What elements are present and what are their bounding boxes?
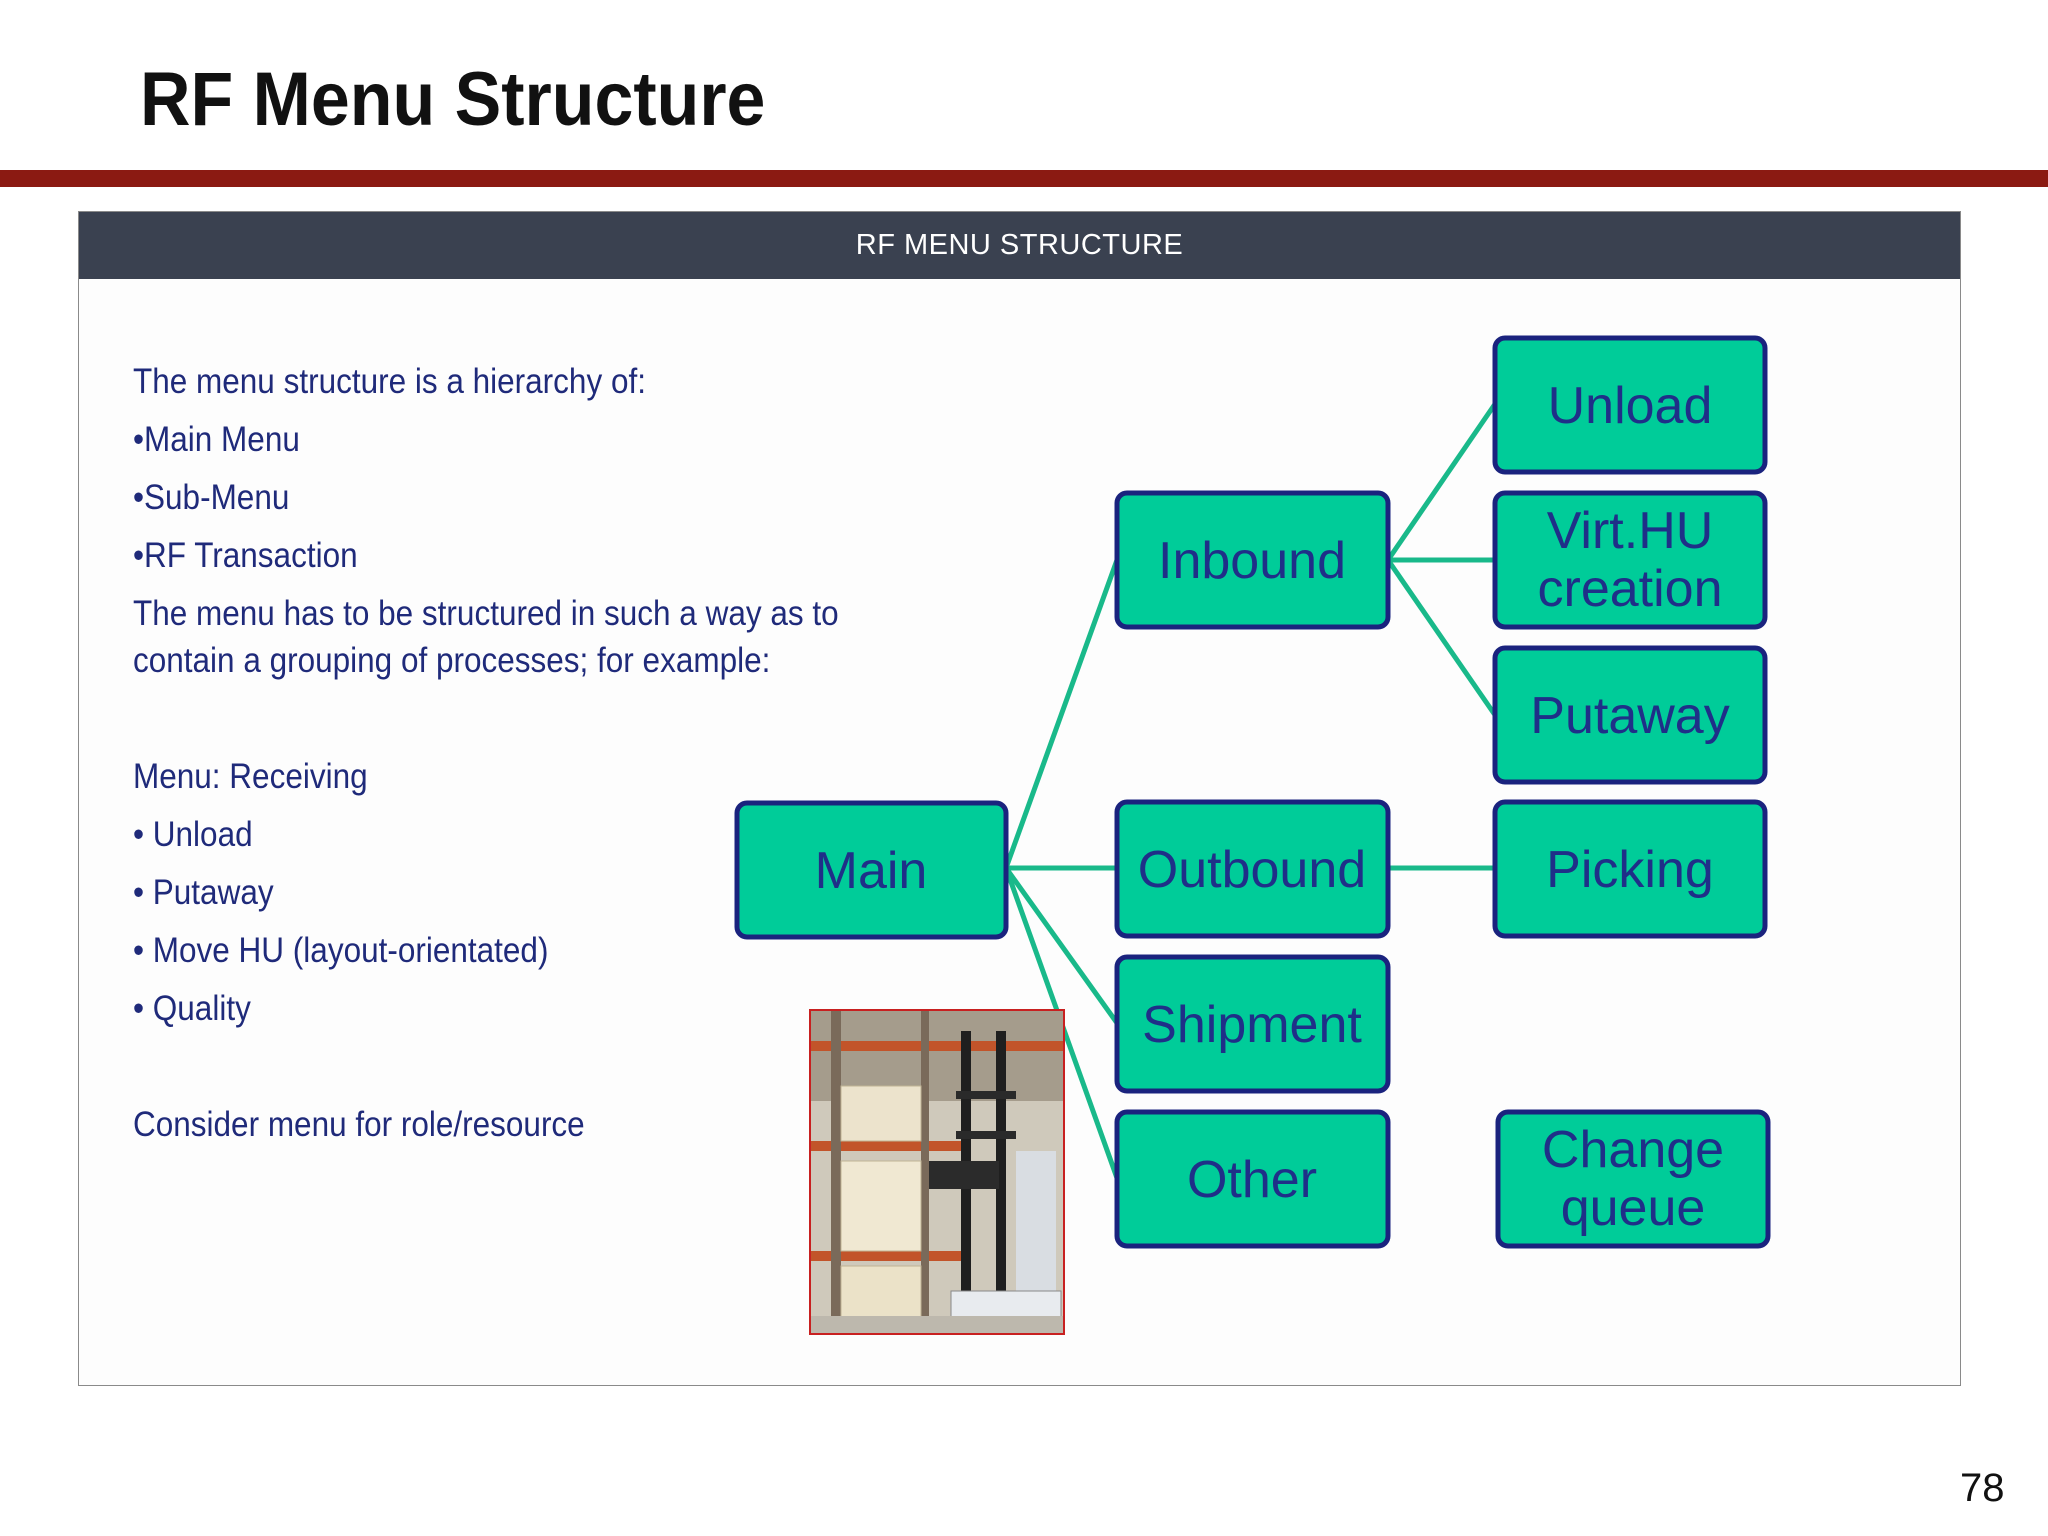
paragraph-line-2: contain a grouping of processes; for exa… xyxy=(133,641,771,680)
label-unload: Unload xyxy=(1548,377,1713,435)
title-divider xyxy=(0,170,2048,187)
node-change-queue xyxy=(1495,1109,1771,1249)
menu-heading: Menu: Receiving xyxy=(133,757,368,796)
node-shipment xyxy=(1114,954,1391,1094)
bullet-sub-menu: •Sub-Menu xyxy=(133,478,290,517)
label-virt-hu: Virt.HU xyxy=(1547,502,1714,560)
node-virt-hu-creation xyxy=(1492,490,1768,630)
node-outbound xyxy=(1114,799,1391,939)
panel-header: RF MENU STRUCTURE xyxy=(79,212,1960,279)
label-outbound: Outbound xyxy=(1138,841,1366,899)
label-putaway: Putaway xyxy=(1530,687,1729,745)
node-main xyxy=(734,800,1009,940)
label-creation: creation xyxy=(1538,560,1723,618)
menu-item-unload: • Unload xyxy=(133,815,253,854)
node-unload xyxy=(1492,335,1768,475)
paragraph-line-1: The menu has to be structured in such a … xyxy=(133,594,839,633)
slide-title: RF Menu Structure xyxy=(140,57,766,142)
forklift-photo xyxy=(809,1009,1065,1335)
forklift-warehouse-image xyxy=(811,1011,1063,1333)
intro-text: The menu structure is a hierarchy of: xyxy=(133,362,646,401)
node-putaway xyxy=(1492,645,1768,785)
label-shipment: Shipment xyxy=(1142,996,1362,1054)
label-queue: queue xyxy=(1561,1179,1706,1237)
consider-note: Consider menu for role/resource xyxy=(133,1105,585,1144)
label-other: Other xyxy=(1187,1151,1317,1209)
bullet-main-menu: •Main Menu xyxy=(133,420,300,459)
label-inbound: Inbound xyxy=(1158,532,1346,590)
menu-item-quality: • Quality xyxy=(133,989,251,1028)
label-picking: Picking xyxy=(1546,841,1714,899)
label-change: Change xyxy=(1542,1121,1724,1179)
page-number: 78 xyxy=(1960,1466,2005,1510)
node-inbound xyxy=(1114,490,1391,630)
edge-main-shipment xyxy=(1003,866,1120,1025)
bullet-rf-transaction: •RF Transaction xyxy=(133,536,358,575)
edge-main-inbound xyxy=(1003,559,1120,869)
label-main: Main xyxy=(815,842,928,900)
node-picking xyxy=(1492,799,1768,939)
menu-item-putaway: • Putaway xyxy=(133,873,274,912)
menu-item-move-hu: • Move HU (layout-orientated) xyxy=(133,931,549,970)
edge-inbound-unload xyxy=(1385,402,1498,562)
node-other xyxy=(1114,1109,1391,1249)
edge-inbound-putaway xyxy=(1385,558,1498,717)
